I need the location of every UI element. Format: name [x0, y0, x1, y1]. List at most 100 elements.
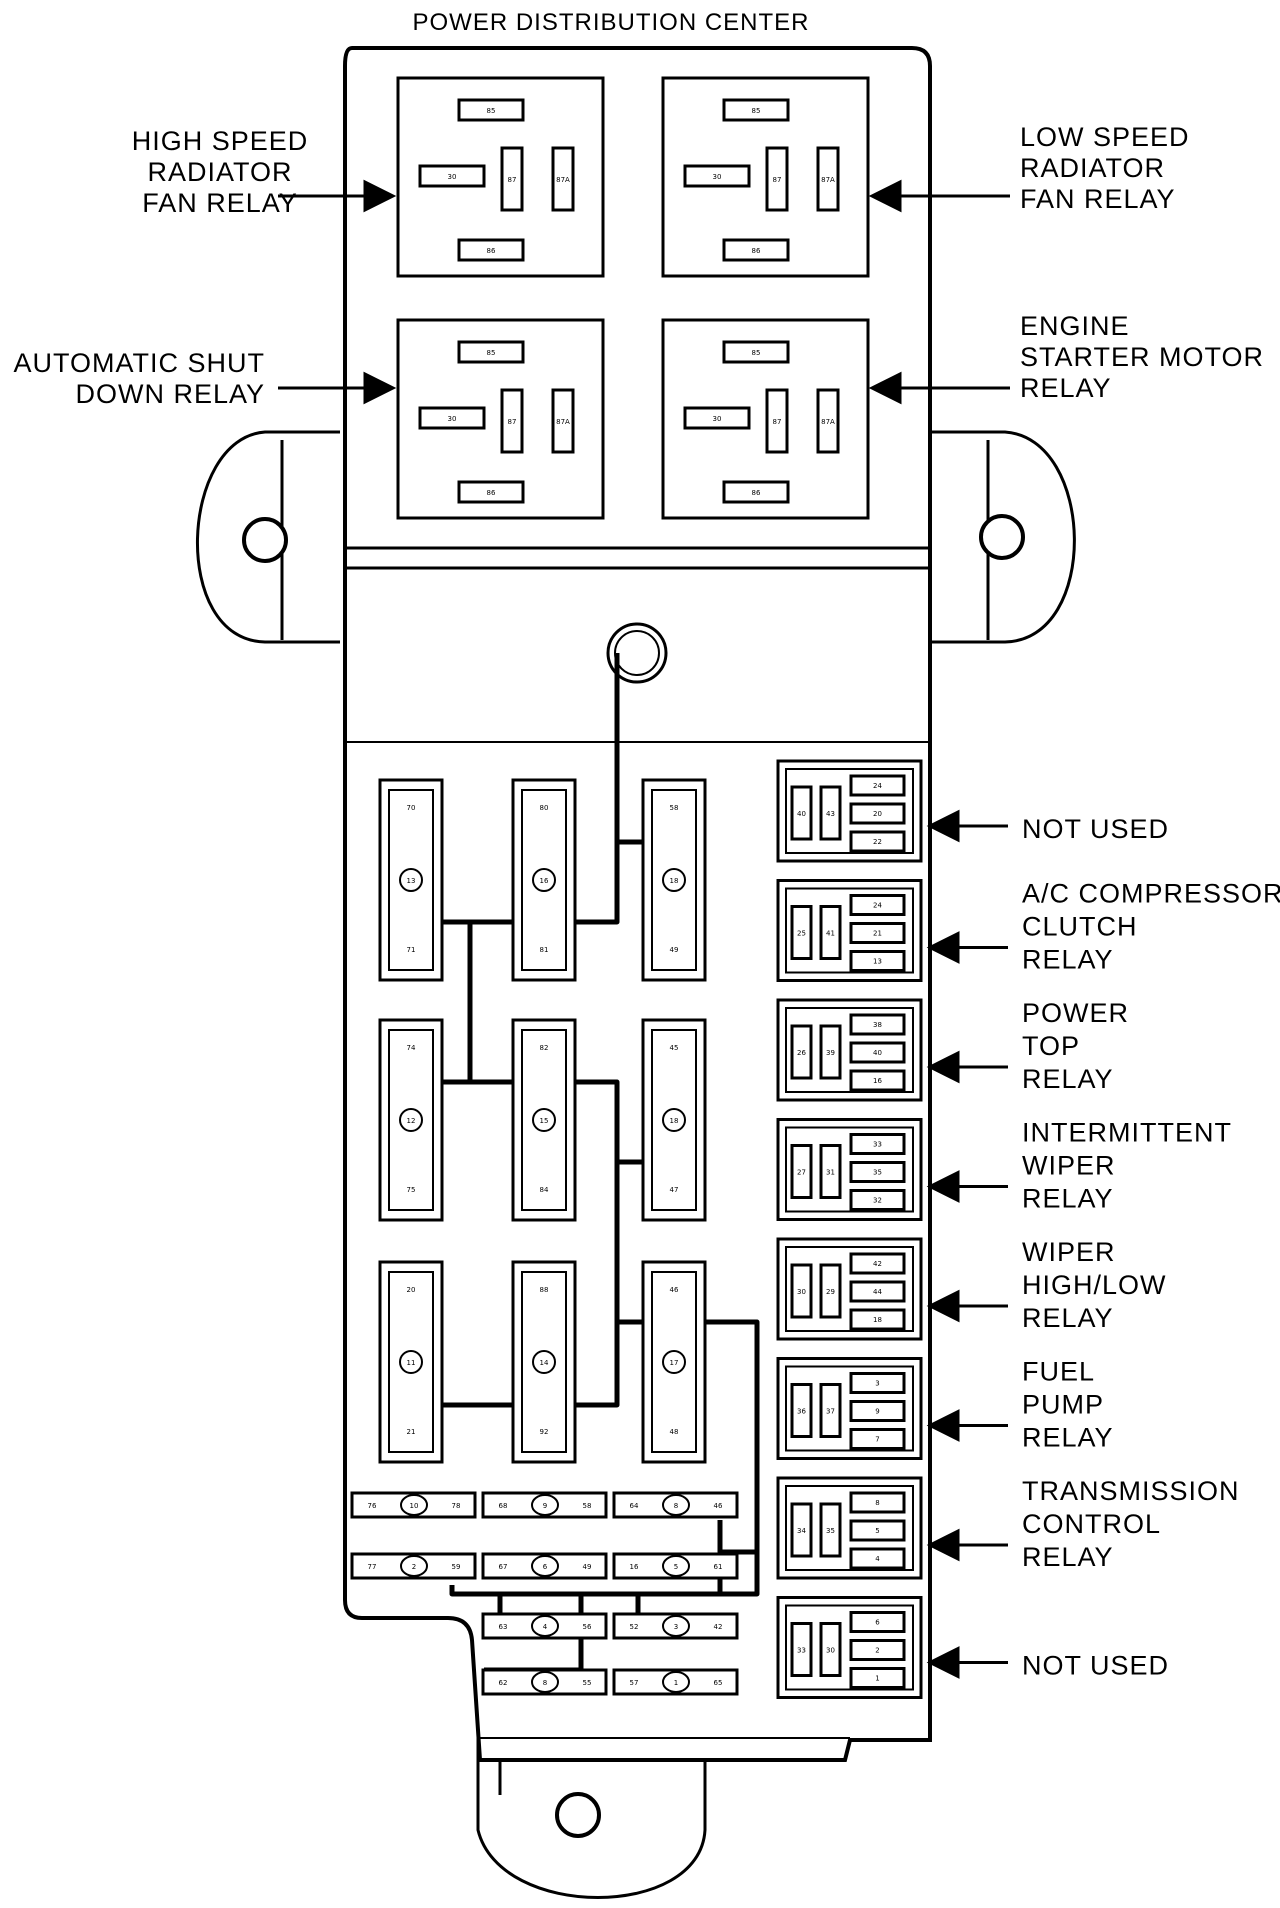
- mini-fuse-number-ring: [662, 1671, 690, 1693]
- side-relay-pin: [819, 1263, 842, 1319]
- maxi-fuse-number: 16: [540, 877, 549, 885]
- mini-fuse-number: 1: [674, 1679, 678, 1687]
- relay-pin-label: 85: [752, 107, 761, 115]
- maxi-fuse-top-label: 88: [540, 1286, 549, 1294]
- mini-fuse-number-ring: [662, 1555, 690, 1577]
- relay-pin-label: 30: [713, 415, 722, 423]
- maxi-fuse-number: 12: [407, 1117, 416, 1125]
- mini-fuse-right-label: 42: [714, 1623, 723, 1631]
- side-relay-pin-label: 35: [873, 1169, 882, 1177]
- side-relay-pin: [790, 1502, 813, 1558]
- mini-fuse-number: 6: [543, 1563, 548, 1571]
- mini-fuse-number: 4: [543, 1623, 548, 1631]
- side-relay-pin-label: 41: [826, 930, 835, 938]
- relay-pin: [500, 388, 524, 454]
- side-relay-pin: [849, 1372, 906, 1394]
- side-relay-label-line: TRANSMISSION: [1022, 1476, 1240, 1506]
- side-relay-pin-label: 7: [875, 1436, 879, 1444]
- relay-pin-label: 85: [752, 349, 761, 357]
- mini-fuse-number: 8: [674, 1502, 678, 1510]
- bus-bar-6: [717, 1520, 757, 1555]
- mini-fuse-left-label: 64: [630, 1502, 639, 1510]
- mini-fuse-number-ring: [531, 1555, 559, 1577]
- maxi-fuse-bottom-label: 71: [407, 946, 416, 954]
- side-relay-pin-label: 38: [873, 1021, 882, 1029]
- maxi-fuse-number: 11: [407, 1359, 416, 1367]
- relay-pin-label: 87A: [821, 176, 835, 184]
- relay-pin: [722, 238, 790, 262]
- side-relay-pin: [849, 1013, 906, 1036]
- side-relay-pin-label: 33: [797, 1647, 806, 1655]
- side-relay-pin: [790, 905, 813, 960]
- mini-fuse-number-ring: [531, 1615, 559, 1637]
- relay-pin: [457, 480, 525, 504]
- maxi-fuse-number-ring: [662, 1108, 686, 1132]
- maxi-fuse-number: 18: [670, 1117, 679, 1125]
- mini-fuse-left-label: 67: [499, 1563, 508, 1571]
- side-relay-pin: [819, 785, 842, 841]
- bottom-mounting-hole: [555, 1792, 601, 1838]
- side-relay-label-line: WIPER: [1022, 1151, 1116, 1181]
- maxi-fuse-top-label: 70: [407, 804, 416, 812]
- maxi-fuse-top-label: 80: [540, 804, 549, 812]
- side-relay-pin-label: 1: [875, 1675, 879, 1683]
- maxi-fuse-top-label: 46: [670, 1286, 679, 1294]
- side-relay-label-line: INTERMITTENT: [1022, 1118, 1232, 1148]
- side-relay-label-line: HIGH/LOW: [1022, 1270, 1167, 1300]
- side-relay-pin: [819, 1383, 842, 1438]
- mini-fuse-number-ring: [400, 1494, 428, 1516]
- side-relay-pin: [819, 1502, 842, 1558]
- side-relay-pin: [849, 1189, 906, 1211]
- side-relay-label: NOT USED: [1022, 814, 1169, 844]
- side-relay-pin: [849, 1069, 906, 1092]
- side-relay-pin-label: 42: [873, 1260, 882, 1268]
- side-relay-pin-label: 5: [875, 1527, 879, 1535]
- side-relay-pin-label: 44: [873, 1288, 882, 1296]
- side-relay-label-line: RELAY: [1022, 1423, 1114, 1453]
- side-relay-pin-label: 39: [826, 1049, 835, 1057]
- diagram-title: POWER DISTRIBUTION CENTER: [412, 9, 809, 36]
- top-relay-label-line: FAN RELAY: [142, 188, 298, 218]
- relay-pin: [722, 340, 790, 364]
- side-relay-pin: [849, 1400, 906, 1422]
- side-relay-pin: [849, 1308, 906, 1331]
- relay-pin-label: 87: [773, 418, 782, 426]
- side-relay-label-line: PUMP: [1022, 1390, 1104, 1420]
- side-relay-pin: [790, 1383, 813, 1438]
- maxi-fuse-bottom-label: 75: [407, 1186, 416, 1194]
- relay-pin: [722, 98, 790, 122]
- mini-fuse-right-label: 78: [452, 1502, 461, 1510]
- side-relay-pin: [849, 894, 906, 916]
- top-relay-label-line: AUTOMATIC SHUT: [13, 348, 265, 378]
- side-relay-label-line: CLUTCH: [1022, 912, 1138, 942]
- relay-pin-label: 30: [713, 173, 722, 181]
- relay-pin-label: 85: [487, 349, 496, 357]
- top-relay-label-line: LOW SPEED: [1020, 122, 1190, 152]
- side-relay-pin: [849, 1041, 906, 1064]
- maxi-fuse-top-label: 20: [407, 1286, 416, 1294]
- mini-fuse-left-label: 57: [630, 1679, 639, 1687]
- relay-pin-label: 86: [487, 247, 496, 255]
- side-relay-label-line: A/C COMPRESSOR: [1022, 879, 1280, 909]
- side-relay-pin: [790, 785, 813, 841]
- mini-fuse-number: 10: [410, 1502, 419, 1510]
- side-relay-pin-label: 24: [873, 782, 882, 790]
- side-relay-pin: [819, 1144, 842, 1199]
